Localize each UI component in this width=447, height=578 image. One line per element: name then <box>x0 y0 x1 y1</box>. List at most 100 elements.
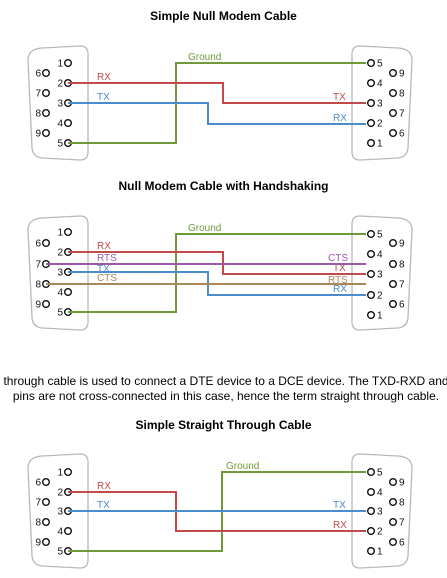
rx-label-left: RX <box>97 481 111 492</box>
pin-7 <box>389 279 398 288</box>
pin-3 <box>367 270 376 279</box>
rx-label-right: RX <box>333 520 347 531</box>
cts-label-left: CTS <box>97 273 117 284</box>
pin-number: 8 <box>399 260 405 271</box>
pin-7 <box>42 498 51 507</box>
pin-number: 6 <box>35 239 41 250</box>
pin-number: 5 <box>377 468 383 479</box>
pin-number: 7 <box>399 280 405 291</box>
pin-number: 7 <box>35 260 41 271</box>
title-simple-null-modem: Simple Null Modem Cable <box>150 9 297 23</box>
title-null-modem-handshaking: Null Modem Cable with Handshaking <box>118 179 329 193</box>
pin-2 <box>367 118 376 127</box>
pin-1 <box>367 546 376 555</box>
pin-number: 8 <box>399 498 405 509</box>
pin-1 <box>367 138 376 147</box>
tx-label-left: TX <box>97 92 110 103</box>
pin-2 <box>367 290 376 299</box>
pin-4 <box>63 287 72 296</box>
pin-number: 5 <box>377 59 383 70</box>
pin-3 <box>367 507 376 516</box>
pin-6 <box>42 69 51 78</box>
pin-4 <box>367 250 376 259</box>
rx-label-left: RX <box>97 241 111 252</box>
pin-number: 4 <box>377 250 383 261</box>
pin-number: 1 <box>57 468 63 479</box>
rx-tx-wire <box>68 82 366 104</box>
pin-number: 3 <box>57 99 63 110</box>
pin-number: 3 <box>57 507 63 518</box>
pin-2 <box>367 526 376 535</box>
pin-number: 1 <box>57 59 63 70</box>
pin-number: 6 <box>399 300 405 311</box>
pin-number: 9 <box>35 538 41 549</box>
paragraph-line-1: through cable is used to connect a DTE d… <box>3 374 447 388</box>
pin-6 <box>389 299 398 308</box>
pin-1 <box>367 310 376 319</box>
pin-4 <box>367 79 376 88</box>
pin-number: 6 <box>399 129 405 140</box>
pin-9 <box>389 478 398 487</box>
pin-6 <box>42 478 51 487</box>
pin-number: 5 <box>57 308 63 319</box>
pin-8 <box>389 498 398 507</box>
ground-label: Ground <box>226 461 259 472</box>
pin-8 <box>42 517 51 526</box>
pin-number: 4 <box>377 488 383 499</box>
pin-number: 4 <box>57 288 63 299</box>
pin-1 <box>63 468 72 477</box>
pin-3 <box>367 99 376 108</box>
pin-8 <box>42 108 51 117</box>
pin-6 <box>42 239 51 248</box>
pin-9 <box>42 128 51 137</box>
pin-number: 8 <box>399 89 405 100</box>
pin-6 <box>389 537 398 546</box>
pin-8 <box>389 89 398 98</box>
right-connector-shell <box>351 215 413 331</box>
tx-rx-wire <box>68 102 366 125</box>
right-connector-shell <box>351 453 413 569</box>
pin-1 <box>63 59 72 68</box>
pin-5 <box>367 230 376 239</box>
pin-number: 8 <box>35 280 41 291</box>
pin-number: 3 <box>377 270 383 281</box>
pin-number: 2 <box>57 79 63 90</box>
pin-number: 6 <box>35 478 41 489</box>
rx-label-right: RX <box>333 113 347 124</box>
tx-label-left: TX <box>97 500 110 511</box>
pin-number: 6 <box>399 538 405 549</box>
pin-number: 5 <box>57 139 63 150</box>
pin-number: 9 <box>399 239 405 250</box>
pin-number: 7 <box>35 89 41 100</box>
pin-4 <box>63 118 72 127</box>
pin-number: 4 <box>377 79 383 90</box>
pin-number: 3 <box>57 268 63 279</box>
pin-7 <box>42 89 51 98</box>
pin-number: 9 <box>399 478 405 489</box>
ground-label: Ground <box>188 223 221 234</box>
pin-9 <box>42 299 51 308</box>
rts-label-left: RTS <box>97 253 117 264</box>
tx-label-right: TX <box>333 92 346 103</box>
pin-number: 4 <box>57 527 63 538</box>
paragraph-line-2: pins are not cross-connected in this cas… <box>12 389 440 403</box>
pin-number: 1 <box>57 228 63 239</box>
pin-9 <box>42 537 51 546</box>
pin-number: 3 <box>377 507 383 518</box>
pin-number: 2 <box>57 488 63 499</box>
right-connector-shell <box>351 45 413 161</box>
pin-number: 9 <box>35 300 41 311</box>
pin-number: 5 <box>57 547 63 558</box>
pin-1 <box>63 228 72 237</box>
pin-number: 7 <box>399 109 405 120</box>
